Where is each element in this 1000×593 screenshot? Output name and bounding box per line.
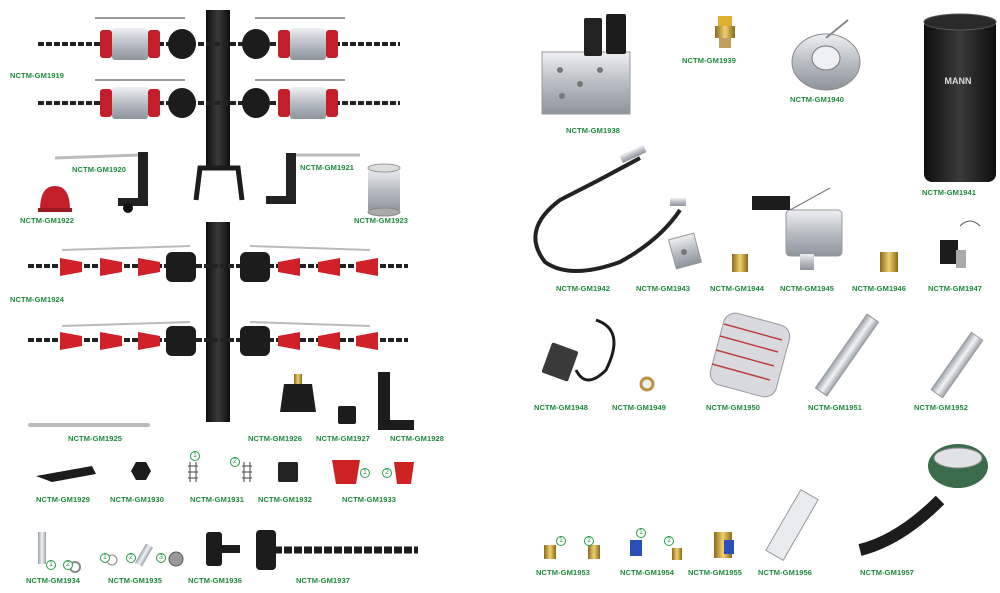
part-label-gm1919: NCTM-GM1919 [10,71,65,80]
part-gm1934-illustration [38,532,46,564]
variant-marker: 2 [382,468,392,478]
variant-marker: 1 [636,528,646,538]
variant-marker: 2 [230,457,240,467]
part-label-gm1930: NCTM-GM1930 [110,495,165,504]
part-gm1940-illustration [791,19,861,91]
part-label-gm1953: NCTM-GM1953 [536,568,591,577]
part-label-gm1956: NCTM-GM1956 [758,568,813,577]
part-label-gm1943: NCTM-GM1943 [636,284,691,293]
part-label-gm1951: NCTM-GM1951 [808,403,863,412]
part-gm1923-illustration [367,163,401,217]
part-label-gm1935: NCTM-GM1935 [108,576,163,585]
part-gm1936-illustration [206,532,240,566]
variant-marker: 1 [360,468,370,478]
part-gm1920-illustration [54,152,148,213]
part-gm1922-illustration [38,186,72,212]
part-gm1927-illustration [338,406,356,424]
variant-marker: 2 [63,560,73,570]
part-label-gm1920: NCTM-GM1920 [72,165,127,174]
part-gm1939-illustration [715,16,735,48]
part-gm1957-illustration [858,444,988,556]
part-label-gm1945: NCTM-GM1945 [780,284,835,293]
part-label-gm1942: NCTM-GM1942 [556,284,611,293]
part-gm1924-illustration [28,222,408,422]
part-gm1919-illustration [38,10,400,201]
variant-marker: 2 [584,536,594,546]
part-gm1947-illustration [940,220,981,268]
part-gm1935-bearing [168,551,184,567]
variant-marker: 3 [156,553,166,563]
part-gm1921-illustration [266,153,360,204]
part-label-gm1944: NCTM-GM1944 [710,284,765,293]
variant-marker: 1 [100,553,110,563]
part-gm1930-illustration [131,462,151,480]
part-label-gm1946: NCTM-GM1946 [852,284,907,293]
part-gm1948-illustration [541,318,616,382]
part-gm1949-illustration [639,376,655,392]
variant-marker: 1 [190,451,200,461]
part-gm1944-illustration [732,254,748,272]
variant-marker: 1 [46,560,56,570]
part-label-gm1929: NCTM-GM1929 [36,495,91,504]
part-label-gm1947: NCTM-GM1947 [928,284,983,293]
part-gm1954-illustration-1 [630,540,642,556]
part-label-gm1948: NCTM-GM1948 [534,403,589,412]
part-gm1928-illustration [378,372,414,430]
part-label-gm1936: NCTM-GM1936 [188,576,243,585]
variant-marker: 2 [664,536,674,546]
part-label-gm1928: NCTM-GM1928 [390,434,445,443]
part-gm1932-illustration [278,462,298,482]
part-gm1952-illustration [930,331,984,399]
part-label-gm1932: NCTM-GM1932 [258,495,313,504]
part-label-gm1921: NCTM-GM1921 [300,163,355,172]
part-label-gm1937: NCTM-GM1937 [296,576,351,585]
variant-marker: 2 [126,553,136,563]
part-gm1956-illustration [765,489,819,561]
part-label-gm1939: NCTM-GM1939 [682,56,737,65]
part-label-gm1940: NCTM-GM1940 [790,95,845,104]
part-gm1926-illustration [280,374,316,412]
variant-marker: 1 [556,536,566,546]
part-label-gm1934: NCTM-GM1934 [26,576,81,585]
part-gm1941-illustration: MANN [923,13,997,182]
part-gm1929-illustration [36,466,96,482]
part-label-gm1922: NCTM-GM1922 [20,216,75,225]
part-label-gm1954: NCTM-GM1954 [620,568,675,577]
part-gm1933-illustration-1 [332,460,360,484]
part-gm1935-illustration [135,543,153,567]
part-gm1931-illustration-1 [188,462,198,482]
part-label-gm1933: NCTM-GM1933 [342,495,397,504]
part-label-gm1925: NCTM-GM1925 [68,434,123,443]
part-label-gm1927: NCTM-GM1927 [316,434,371,443]
part-gm1938-illustration [541,14,631,115]
part-gm1943-illustration [667,232,703,270]
part-label-gm1955: NCTM-GM1955 [688,568,743,577]
brand-logo-text: MANN [945,76,972,86]
part-label-gm1957: NCTM-GM1957 [860,568,915,577]
part-gm1931-illustration-2 [242,462,252,482]
part-gm1946-illustration [880,252,898,272]
part-gm1942-illustration [533,144,686,273]
part-gm1950-illustration [709,312,791,398]
part-label-gm1926: NCTM-GM1926 [248,434,303,443]
part-label-gm1931: NCTM-GM1931 [190,495,245,504]
part-label-gm1923: NCTM-GM1923 [354,216,409,225]
part-gm1953-illustration-1 [544,545,556,559]
part-label-gm1924: NCTM-GM1924 [10,295,65,304]
part-label-gm1950: NCTM-GM1950 [706,403,761,412]
part-gm1955-illustration [714,532,734,558]
part-gm1933-illustration-2 [394,462,414,484]
part-label-gm1952: NCTM-GM1952 [914,403,969,412]
part-gm1945-illustration [752,187,843,270]
part-gm1937-illustration [256,530,418,570]
part-gm1953-illustration-2 [588,545,600,559]
part-label-gm1941: NCTM-GM1941 [922,188,977,197]
part-label-gm1949: NCTM-GM1949 [612,403,667,412]
part-gm1954-illustration-2 [672,548,682,560]
part-gm1951-illustration [814,313,880,397]
part-label-gm1938: NCTM-GM1938 [566,126,621,135]
